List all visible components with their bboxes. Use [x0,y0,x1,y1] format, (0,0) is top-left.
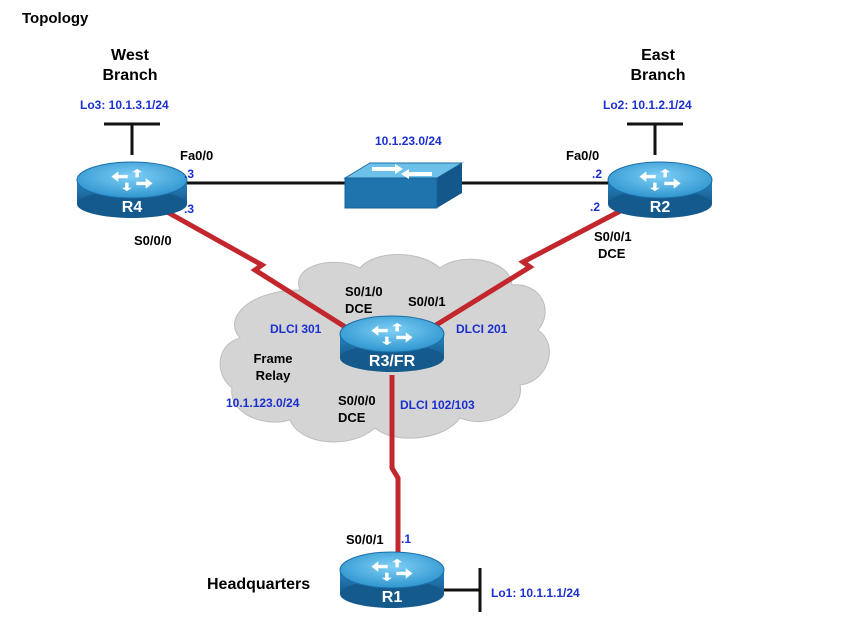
r3-s010-interface: S0/1/0 [345,284,383,299]
router-r4[interactable]: R4 [76,161,188,218]
router-r1-label: R1 [382,589,403,606]
east-branch-label: East Branch [630,47,686,84]
dlci-r4-label: DLCI 301 [270,322,322,336]
dlci-r2-label: DLCI 201 [456,322,508,336]
r3-s001-interface: S0/0/1 [408,294,446,309]
r2-fa-interface: Fa0/0 [566,148,600,163]
router-r1[interactable]: R1 [339,551,445,608]
router-r3-fr[interactable]: R3/FR [339,315,445,372]
serial-link-r2-r3 [426,204,630,333]
switch-arrows-icon [372,164,432,179]
router-r4-label: R4 [122,199,143,216]
lan-switch [343,162,464,209]
r2-serial-interface: S0/0/1 [594,229,632,244]
lan-subnet-label: 10.1.23.0/24 [375,134,442,148]
r2-dce-label: DCE [598,246,626,261]
r3-s010-dce-label: DCE [345,301,373,316]
r4-serial-interface: S0/0/0 [134,233,172,248]
dlci-r1-label: DLCI 102/103 [400,398,475,412]
r2-fa-ip: .2 [592,167,603,181]
r4-fa-interface: Fa0/0 [180,148,214,163]
router-r2-label: R2 [650,199,671,216]
west-branch-label: West Branch [102,47,158,84]
r1-serial-interface: S0/0/1 [346,532,384,547]
headquarters-label: Headquarters [207,576,311,593]
frame-relay-subnet-label: 10.1.123.0/24 [226,396,300,410]
r1-serial-ip: .1 [401,532,412,546]
lo2-label: Lo2: 10.1.2.1/24 [603,98,692,112]
loopback-stubs [104,122,683,612]
r4-serial-ip: .3 [184,202,195,216]
r2-serial-ip: .2 [590,200,601,214]
r3-s000-dce-label: DCE [338,410,366,425]
router-r3-label: R3/FR [369,353,416,370]
page-title: Topology [22,10,89,27]
serial-link-r3-r1 [389,375,401,555]
lo1-label: Lo1: 10.1.1.1/24 [491,586,580,600]
frame-relay-label: Frame Relay [253,351,293,383]
serial-link-r4-r3 [158,205,352,333]
r4-fa-ip: .3 [184,167,195,181]
r3-s000-interface: S0/0/0 [338,393,376,408]
lo3-label: Lo3: 10.1.3.1/24 [80,98,169,112]
router-r2[interactable]: R2 [607,161,713,218]
serial-links [158,204,630,555]
